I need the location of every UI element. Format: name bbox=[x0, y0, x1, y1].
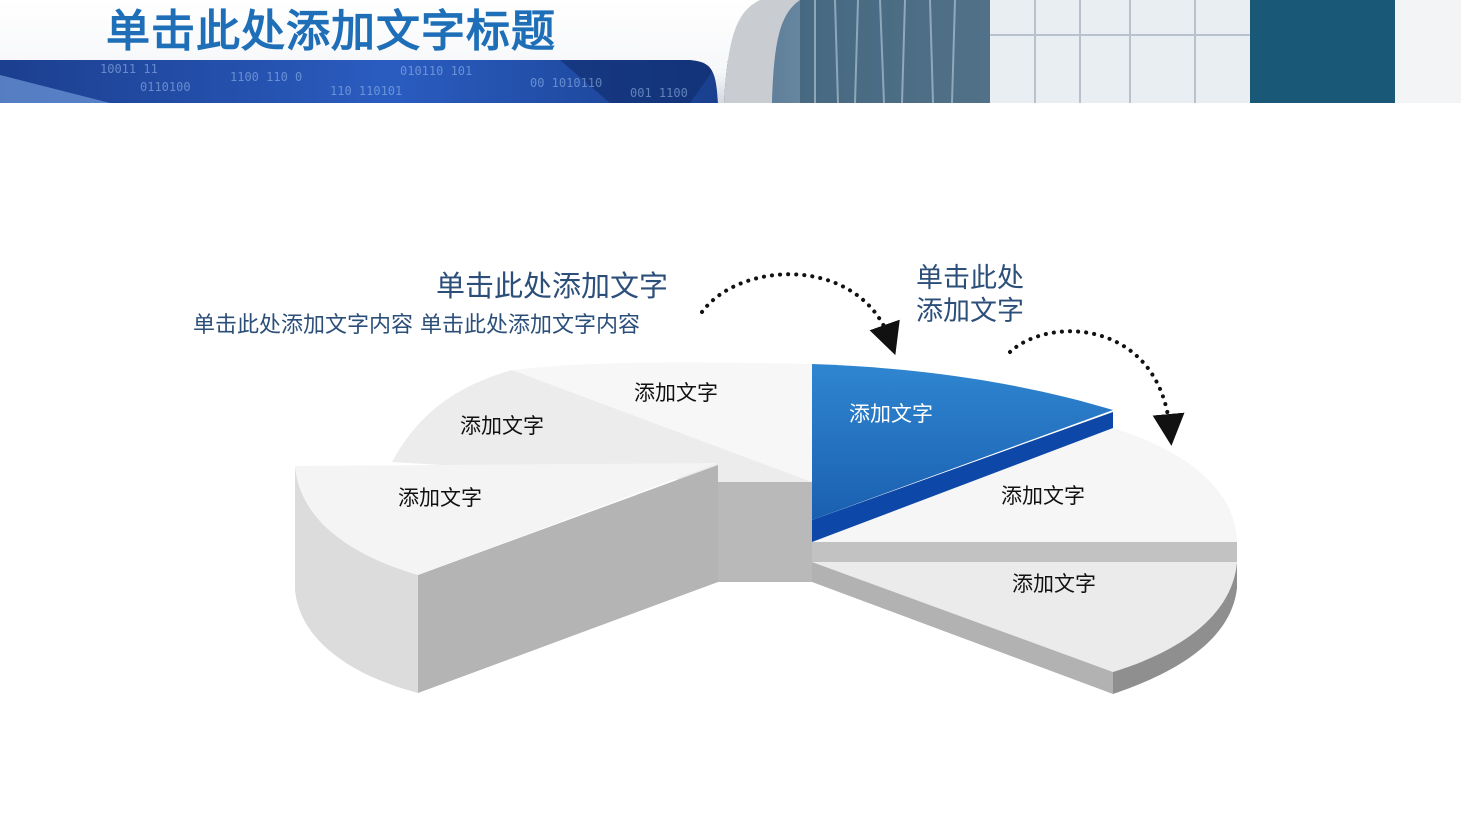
segment-right-middle-side bbox=[812, 542, 1237, 562]
segment-right-bottom-top[interactable] bbox=[812, 562, 1237, 672]
segment-highlight-side bbox=[812, 412, 1113, 542]
binary-snippet: 1100 110 0 bbox=[230, 70, 303, 84]
binary-snippet: 0110100 bbox=[140, 80, 191, 94]
right-heading-line: 添加文字 bbox=[916, 296, 1024, 327]
segment-label[interactable]: 添加文字 bbox=[1001, 484, 1085, 508]
segment-highlight-top[interactable] bbox=[812, 364, 1113, 520]
segment-back-left-top[interactable] bbox=[392, 370, 812, 482]
slide-title[interactable]: 单击此处添加文字标题 bbox=[106, 6, 556, 57]
segment-right-bottom-front-side bbox=[812, 562, 1113, 694]
segment-label[interactable]: 添加文字 bbox=[1012, 572, 1096, 596]
header-banner: 10011 11 0110100 1100 110 0 110 110101 0… bbox=[0, 0, 1461, 103]
sub-heading[interactable]: 单击此处添加文字内容 单击此处添加文字内容 bbox=[193, 313, 640, 338]
main-heading[interactable]: 单击此处添加文字 bbox=[436, 269, 669, 303]
segment-right-middle-top[interactable] bbox=[812, 428, 1237, 542]
binary-snippet: 00 1010110 bbox=[530, 76, 603, 90]
segment-back-side bbox=[718, 482, 812, 582]
binary-snippet: 010110 101 bbox=[400, 64, 473, 78]
segment-right-bottom-outer-side bbox=[1113, 562, 1237, 694]
segment-label[interactable]: 添加文字 bbox=[634, 381, 718, 405]
binary-snippet: 10011 11 bbox=[100, 62, 158, 76]
segment-label-highlighted[interactable]: 添加文字 bbox=[849, 402, 933, 426]
banner-binary-text: 10011 11 0110100 1100 110 0 110 110101 0… bbox=[0, 60, 720, 103]
segment-left-front-side bbox=[418, 465, 718, 693]
segment-label[interactable]: 添加文字 bbox=[460, 414, 544, 438]
binary-snippet: 001 1100 bbox=[630, 86, 688, 100]
segment-label[interactable]: 添加文字 bbox=[398, 486, 482, 510]
binary-snippet: 110 110101 bbox=[330, 84, 403, 98]
right-heading[interactable]: 单击此处 添加文字 bbox=[916, 262, 1024, 328]
right-heading-line: 单击此处 bbox=[916, 263, 1024, 294]
segment-left-top[interactable] bbox=[295, 463, 718, 575]
banner-graphic bbox=[0, 0, 1461, 103]
segment-back-top[interactable] bbox=[512, 362, 812, 482]
dotted-curved-arrow-icon bbox=[700, 272, 900, 356]
segment-left-outer-side bbox=[295, 466, 418, 693]
dotted-curved-arrow-icon bbox=[1008, 329, 1185, 446]
